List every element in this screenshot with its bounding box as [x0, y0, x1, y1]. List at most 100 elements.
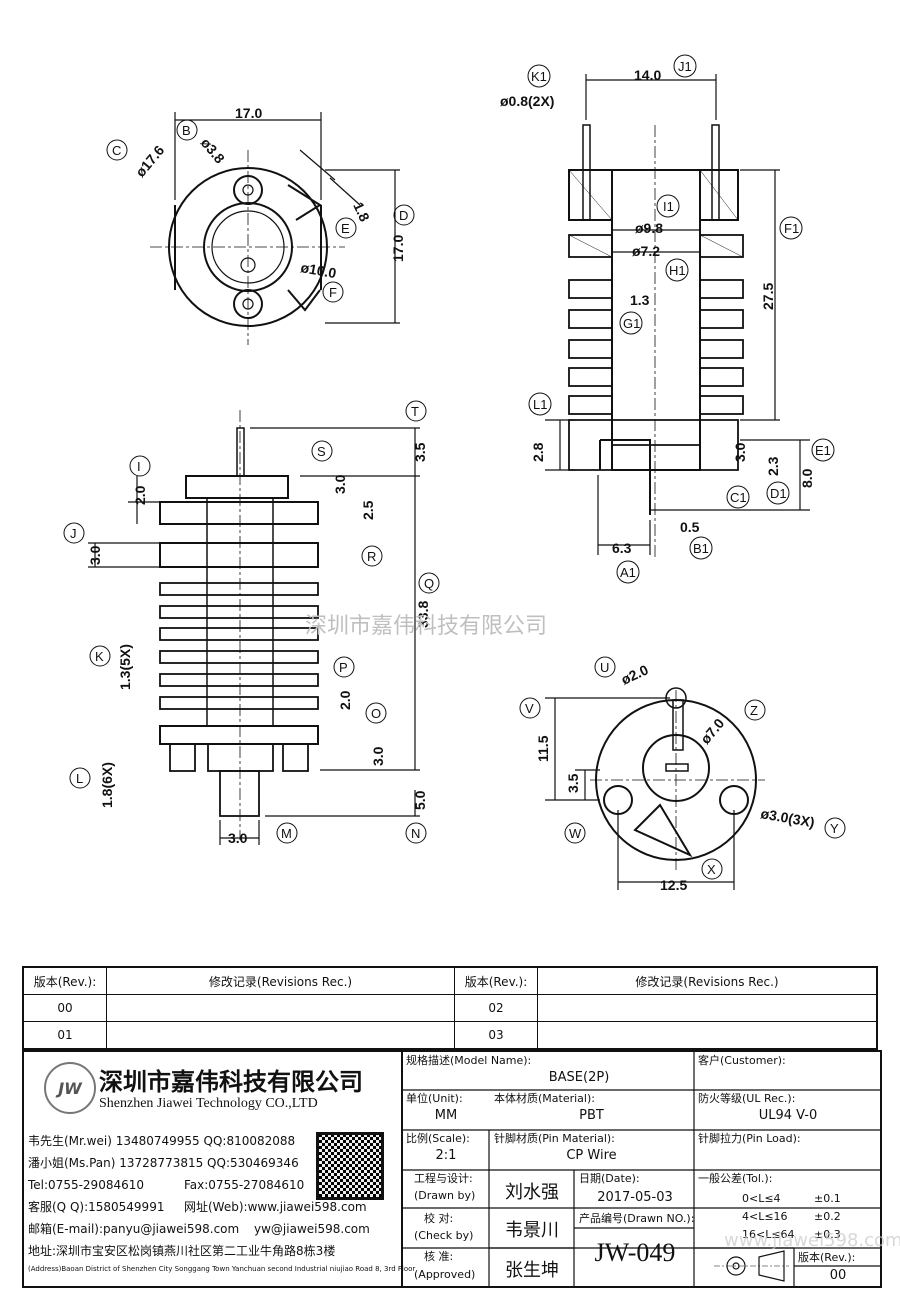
- material-value: PBT: [579, 1108, 604, 1123]
- dim-3-5-b: 3.5: [565, 773, 581, 793]
- model-label: 规格描述(Model Name):: [406, 1054, 532, 1067]
- dim-1-8: 1.8: [350, 200, 373, 225]
- check-by-label-en: (Check by): [414, 1229, 474, 1242]
- tol-value-2: ±0.2: [814, 1210, 841, 1223]
- pin-material-value: CP Wire: [566, 1148, 617, 1163]
- label-y: Y: [824, 817, 846, 839]
- svg-text:N: N: [411, 826, 420, 841]
- dim-14-0: 14.0: [634, 67, 661, 83]
- qr-code-icon: [316, 1132, 384, 1200]
- dim-6-3: 6.3: [612, 540, 632, 556]
- rev-cell: 00: [22, 994, 107, 1022]
- rev-header-2: 版本(Rev.):: [454, 966, 538, 995]
- dim-phi3-0-3x: ø3.0(3X): [759, 805, 815, 830]
- svg-text:P: P: [339, 660, 348, 675]
- svg-text:T: T: [411, 404, 419, 419]
- label-j: J: [63, 522, 85, 544]
- email-2: yw@jiawei598.com: [254, 1222, 370, 1236]
- drawing-no-value: JW-049: [594, 1238, 676, 1267]
- approved-value: 张生坤: [505, 1260, 559, 1281]
- dim-phi3-8: ø3.8: [198, 135, 228, 167]
- svg-text:K: K: [95, 649, 104, 664]
- label-d1: D1: [766, 481, 790, 505]
- label-z: Z: [744, 699, 766, 721]
- label-i1: I1: [656, 194, 680, 218]
- dim-12-5: 12.5: [660, 877, 687, 893]
- svg-text:S: S: [317, 444, 326, 459]
- svg-text:Q: Q: [424, 576, 434, 591]
- svg-text:D1: D1: [770, 486, 787, 501]
- tol-range-2: 4<L≤16: [742, 1210, 788, 1223]
- svg-text:B: B: [182, 123, 191, 138]
- scale-label: 比例(Scale):: [406, 1132, 470, 1145]
- dim-phi2-0: ø2.0: [619, 661, 651, 687]
- site-watermark: www.jiawei598.com: [724, 1230, 900, 1251]
- check-by-value: 韦景川: [505, 1220, 559, 1241]
- svg-text:U: U: [600, 660, 609, 675]
- label-e: E: [335, 217, 357, 239]
- scale-value: 2:1: [435, 1148, 457, 1163]
- dim-3-0-a: 3.0: [732, 442, 748, 462]
- service-qq: 客服(Q Q):1580549991: [28, 1200, 165, 1214]
- dim-1-3: 1.3: [630, 292, 650, 308]
- watermark-text: 深圳市嘉伟科技有限公司: [305, 614, 547, 639]
- rec-cell: [106, 994, 455, 1022]
- unit-value: MM: [434, 1108, 458, 1123]
- pin-load-label: 针脚拉力(Pin Load):: [698, 1132, 801, 1145]
- label-e1: E1: [811, 438, 835, 462]
- company-name-cn: 深圳市嘉伟科技有限公司: [99, 1068, 363, 1096]
- address-cn: 地址:深圳市宝安区松岗镇燕川社区第二工业牛角路8栋3楼: [28, 1244, 336, 1258]
- svg-text:G1: G1: [623, 316, 640, 331]
- tel: Tel:0755-29084610: [28, 1178, 144, 1192]
- label-k1: K1: [527, 64, 551, 88]
- label-b1: B1: [689, 536, 713, 560]
- label-v: V: [519, 697, 541, 719]
- rev-header: 版本(Rev.):: [22, 966, 107, 995]
- dim-33-8: 33.8: [415, 601, 431, 628]
- date-label: 日期(Date):: [579, 1172, 640, 1185]
- rev-label: 版本(Rev.):: [798, 1251, 856, 1264]
- tol-value-3: ±0.3: [814, 1228, 841, 1241]
- svg-text:A1: A1: [620, 565, 636, 580]
- unit-label: 单位(Unit):: [406, 1092, 463, 1105]
- svg-text:I1: I1: [663, 199, 674, 214]
- company-name-en: Shenzhen Jiawei Technology CO.,LTD: [99, 1096, 318, 1111]
- projection-symbol-icon: [714, 1250, 789, 1282]
- pin-material-label: 针脚材质(Pin Material):: [494, 1132, 615, 1145]
- drawn-by-label: 工程与设计:: [414, 1172, 473, 1185]
- revisions-table: 版本(Rev.): 修改记录(Revisions Rec.) 版本(Rev.):…: [22, 966, 878, 1050]
- svg-text:F1: F1: [784, 221, 799, 236]
- svg-text:L: L: [76, 771, 83, 786]
- ul-label: 防火等级(UL Rec.):: [698, 1092, 796, 1105]
- dim-2-8: 2.8: [530, 442, 546, 462]
- rev-cell: 02: [454, 994, 538, 1022]
- svg-text:J1: J1: [678, 59, 692, 74]
- svg-text:D: D: [399, 208, 408, 223]
- dim-phi17-6: ø17.6: [132, 142, 167, 180]
- label-d: D: [393, 204, 415, 226]
- company-logo: JW: [44, 1062, 96, 1114]
- label-t: T: [405, 400, 427, 422]
- label-h1: H1: [665, 258, 689, 282]
- dim-5-0: 5.0: [412, 790, 428, 810]
- dim-2-3: 2.3: [765, 456, 781, 476]
- dim-17-0-side: 17.0: [390, 235, 406, 262]
- label-s: S: [311, 440, 333, 462]
- title-block-grid: [401, 1052, 880, 1286]
- svg-text:B1: B1: [693, 541, 709, 556]
- tol-range-1: 0<L≤4: [742, 1192, 781, 1205]
- dim-2-0-b: 2.0: [337, 690, 353, 710]
- svg-text:C1: C1: [730, 490, 747, 505]
- label-n: N: [405, 822, 427, 844]
- contact-pan: 潘小姐(Ms.Pan) 13728773815 QQ:530469346: [28, 1156, 299, 1170]
- rev-cell: 01: [22, 1021, 107, 1050]
- address-en: (Address)Baoan District of Shenzhen City…: [28, 1265, 416, 1273]
- svg-text:O: O: [371, 706, 381, 721]
- drawn-by-value: 刘水强: [505, 1182, 559, 1203]
- dim-2-0-a: 2.0: [132, 485, 148, 505]
- bottom-view: [545, 687, 765, 890]
- rec-cell: [537, 1021, 878, 1050]
- dim-3-0-e: 3.0: [228, 830, 248, 846]
- label-x: X: [701, 858, 723, 880]
- rec-header-2: 修改记录(Revisions Rec.): [537, 966, 878, 995]
